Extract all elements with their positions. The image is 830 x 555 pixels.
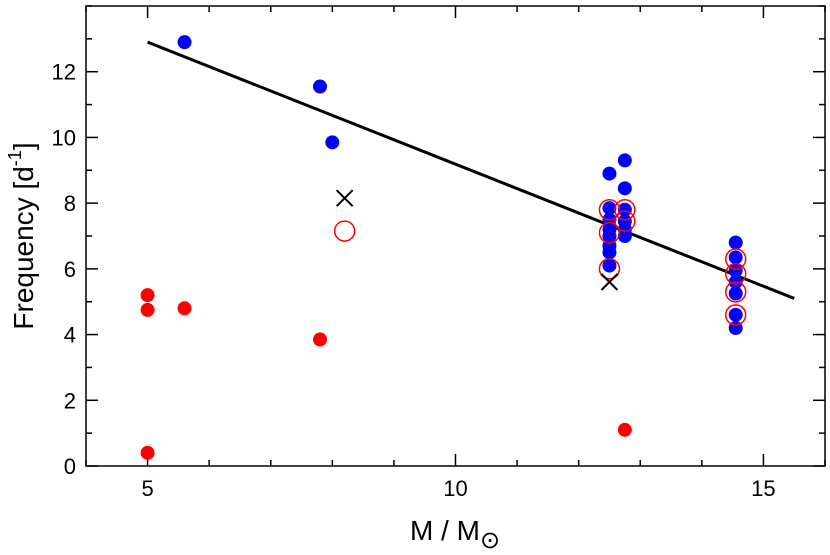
y-tick-label: 8 (64, 191, 76, 216)
data-point-open (724, 263, 747, 285)
y-tick-label: 12 (52, 60, 76, 85)
data-point (728, 307, 743, 322)
data-point (140, 302, 155, 317)
data-point (728, 250, 743, 265)
data-point-open (724, 281, 747, 303)
data-point (313, 332, 328, 347)
plot-frame (85, 5, 826, 467)
data-point (728, 263, 743, 278)
data-point (602, 229, 617, 243)
data-point-open (724, 248, 747, 270)
data-point (617, 229, 632, 243)
data-point (177, 35, 192, 50)
x-tick-label: 10 (443, 476, 467, 501)
data-point-open (724, 304, 747, 326)
data-point (325, 135, 340, 150)
data-point (617, 202, 632, 217)
y-tick-label: 2 (64, 388, 76, 413)
data-point (728, 235, 743, 250)
data-point-open (598, 221, 621, 244)
cross-stroke (335, 189, 354, 207)
cross-stroke (600, 273, 619, 291)
data-point (617, 422, 632, 437)
data-point-open (614, 198, 636, 221)
data-point-cross (335, 189, 354, 207)
data-point (140, 288, 155, 303)
data-point (617, 181, 632, 196)
x-tick-label: 15 (751, 476, 775, 501)
x-axis-title-symbol: ⊙ (480, 527, 500, 554)
data-point-open (598, 198, 621, 221)
data-point-open (614, 210, 636, 232)
x-axis-title: M / M⊙ (410, 515, 500, 554)
y-tick-label: 4 (64, 323, 76, 348)
data-point (617, 153, 632, 168)
x-tick-label: 5 (141, 476, 153, 501)
y-tick-label: 10 (52, 125, 76, 150)
data-point (177, 301, 192, 316)
data-point (602, 245, 617, 260)
data-point (602, 201, 617, 216)
y-tick-label: 6 (64, 257, 76, 282)
data-point-cross (600, 273, 619, 291)
fit-line (147, 40, 795, 300)
axis-tick-labels: 5 10 15 0 2 4 6 8 10 12 (52, 60, 776, 501)
data-point (602, 166, 617, 181)
axis-ticks (85, 5, 826, 467)
y-axis-title: Frequency [d-1] (5, 142, 39, 329)
y-axis-title-end: ] (8, 142, 39, 150)
data-point-open (598, 258, 621, 280)
y-tick-label: 0 (64, 454, 76, 479)
data-points (140, 35, 747, 460)
data-point-open (333, 220, 356, 242)
data-point (728, 286, 743, 301)
data-point (313, 79, 328, 94)
y-axis-title-sup: -1 (5, 150, 25, 166)
data-point (602, 258, 617, 273)
data-point (140, 445, 155, 460)
